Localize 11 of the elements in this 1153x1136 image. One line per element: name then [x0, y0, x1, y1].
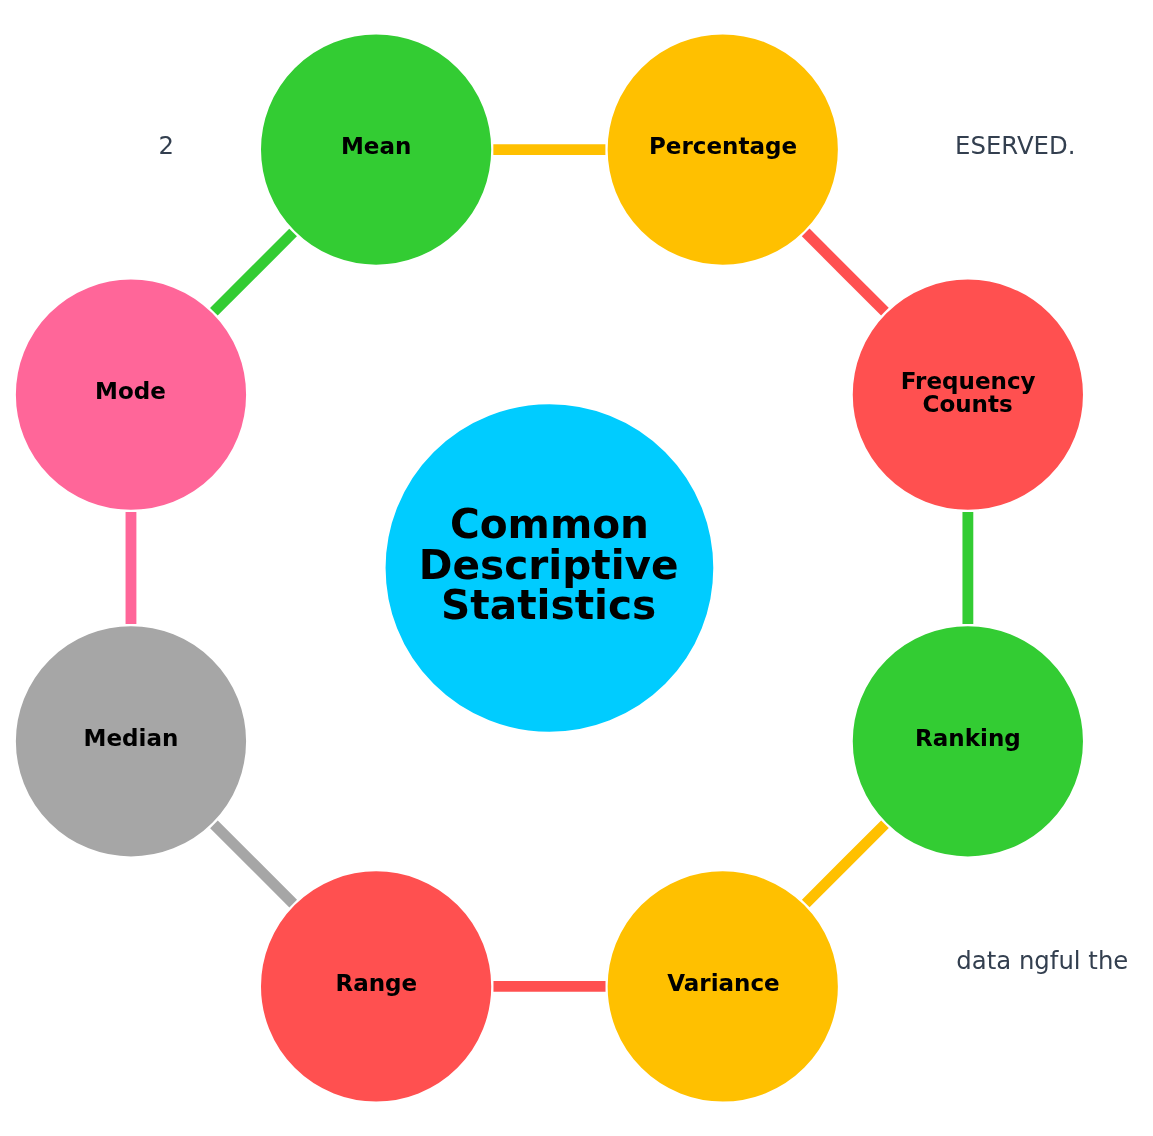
label: 2 [158, 131, 174, 161]
label: ESERVED. [955, 131, 1076, 161]
connector [493, 981, 606, 992]
connector [801, 228, 889, 316]
label: data ngful the [956, 946, 1129, 976]
connector [493, 144, 606, 155]
connector [125, 512, 137, 625]
connector [210, 820, 298, 908]
connector [962, 511, 974, 624]
connector [210, 228, 297, 316]
connector [801, 820, 889, 908]
